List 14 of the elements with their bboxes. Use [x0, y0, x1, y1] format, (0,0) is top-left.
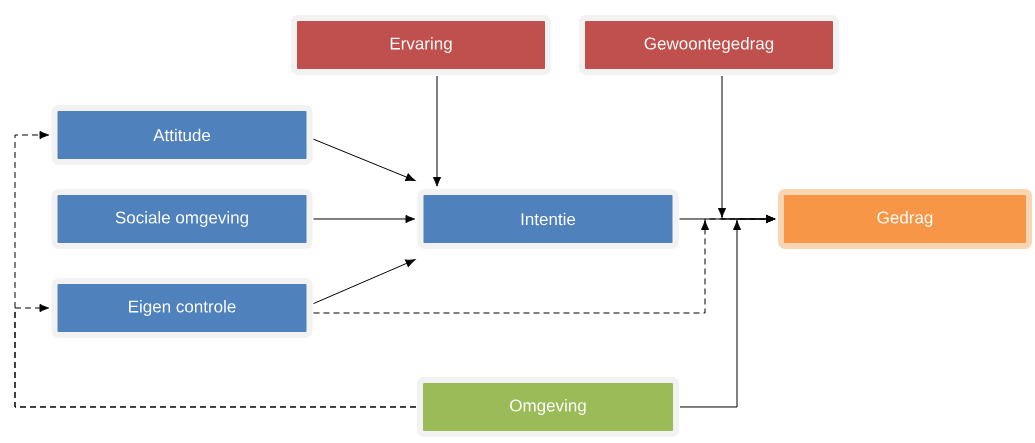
arrow: [432, 75, 442, 187]
process-box: Gedrag: [778, 189, 1032, 249]
arrow: [313, 214, 416, 224]
arrow: [313, 138, 416, 182]
arrow: [14, 303, 417, 408]
process-box: Intentie: [417, 189, 679, 249]
arrow: [679, 214, 776, 408]
process-box: Attitude: [51, 105, 313, 165]
process-box: Eigen controle: [51, 278, 313, 338]
process-box: Ervaring: [291, 15, 551, 75]
process-box: Sociale omgeving: [51, 189, 313, 249]
process-box: Omgeving: [417, 377, 679, 437]
process-box: Gewoontegedrag: [579, 15, 839, 75]
arrow: [313, 259, 416, 305]
